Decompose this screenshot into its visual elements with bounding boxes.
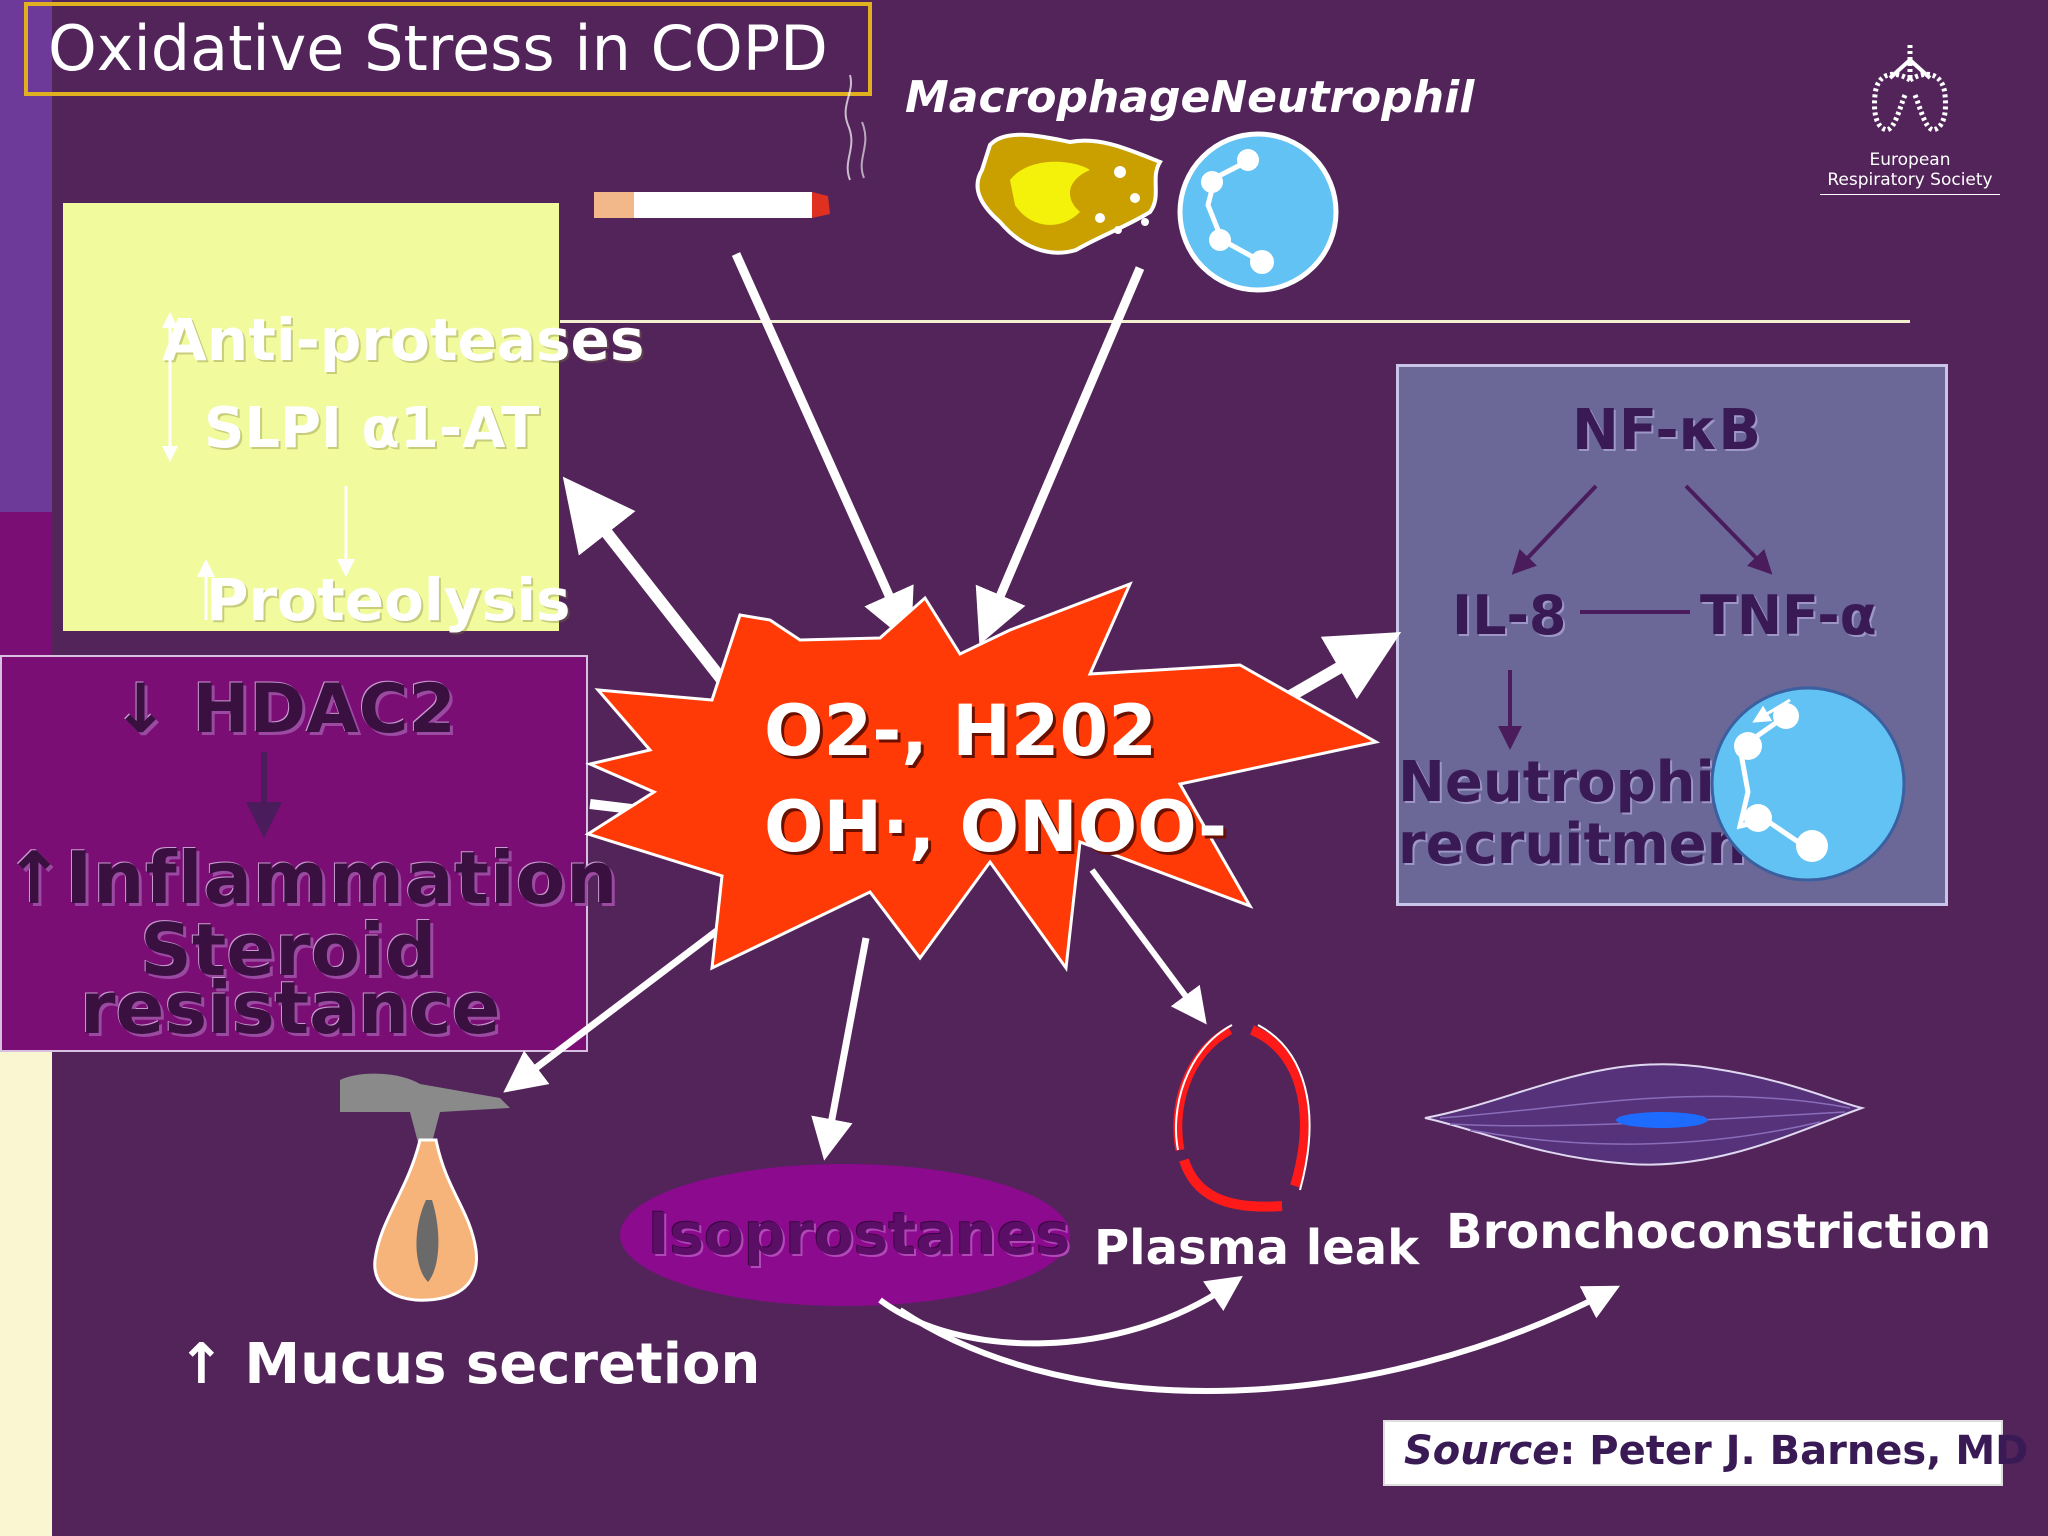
mucus-gland-icon	[340, 1073, 510, 1302]
oxidant-burst	[584, 581, 1381, 973]
isoprostanes-ellipse	[620, 1164, 1070, 1306]
source-label: Source	[1404, 1428, 1560, 1474]
tnf-label: TNF-α	[1700, 584, 1877, 647]
lung-logo-icon	[1872, 45, 1948, 133]
vessel-icon	[1173, 1024, 1311, 1212]
ers-logo: European Respiratory Society	[1820, 40, 2000, 195]
steroid-label: Steroid	[140, 908, 437, 992]
recruitment-word: recruitment	[1398, 812, 1774, 876]
neutrophil-icon	[1177, 131, 1339, 293]
neutrophil-word: Neutrophil	[1398, 752, 1734, 815]
il8-label: IL-8	[1452, 584, 1567, 647]
macrophage-icon	[975, 132, 1163, 255]
logo-text: European Respiratory Society	[1820, 150, 2000, 195]
slide-title: Oxidative Stress in COPD	[48, 12, 828, 85]
antiproteases-heading: Anti-proteases	[162, 306, 645, 374]
antiprotease-items: SLPI α1-AT	[204, 396, 540, 461]
mucus-secretion-label: ↑ Mucus secretion	[178, 1332, 761, 1397]
antiprotease-box	[63, 203, 559, 631]
proteolysis-label: Proteolysis	[206, 566, 571, 634]
plasma-leak-label: Plasma leak	[1094, 1220, 1420, 1276]
neutrophil-box-icon	[1710, 686, 1906, 882]
divider-line	[560, 320, 1910, 323]
isoprostanes-label: Isoprostanes	[648, 1200, 1071, 1268]
inflammation-label: ↑Inflammation	[4, 836, 619, 920]
bronchoconstriction-label: Bronchoconstriction	[1446, 1204, 1992, 1260]
nfkb-label: NF-κB	[1572, 398, 1762, 463]
neutrophil-recruitment-label: Neutrophil recruitment	[1398, 752, 1778, 876]
smooth-muscle-icon	[1424, 1063, 1866, 1166]
resistance-label: resistance	[80, 966, 501, 1050]
hdac-box	[0, 655, 588, 1052]
source-author: : Peter J. Barnes, MD	[1559, 1428, 2029, 1474]
ros-line-1: O2-, H202	[764, 690, 1157, 772]
title-frame	[24, 2, 872, 96]
hdac2-label: ↓ HDAC2	[112, 670, 456, 749]
source-box	[1383, 1420, 2003, 1486]
ros-line-2: OH·, ONOO-	[764, 786, 1228, 868]
source-citation: Source: Peter J. Barnes, MD	[1404, 1428, 2028, 1474]
cell-labels: MacrophageNeutrophil	[905, 72, 1475, 123]
cigarette-icon	[594, 74, 867, 218]
